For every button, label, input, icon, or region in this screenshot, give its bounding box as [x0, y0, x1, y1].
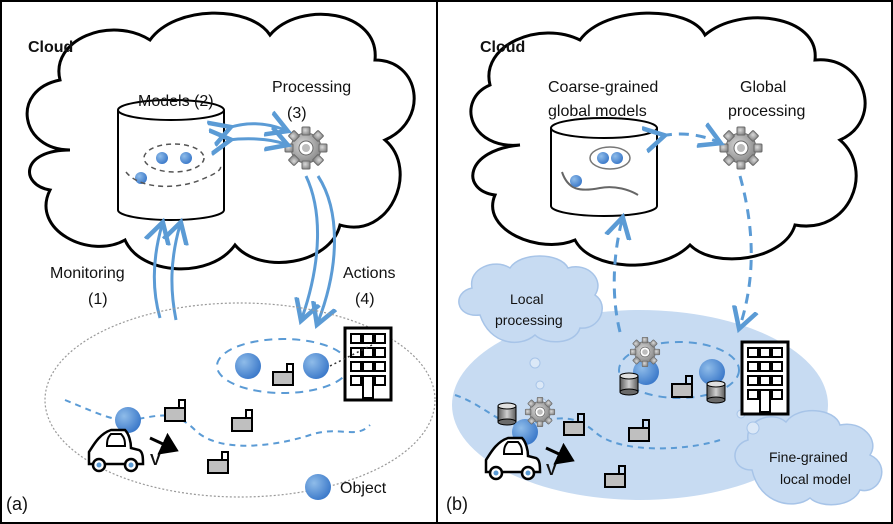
cloud-icon — [469, 11, 867, 267]
object-icon — [115, 407, 141, 433]
object-icon — [156, 152, 168, 164]
local-processing-label-2: processing — [495, 312, 563, 328]
actions-arrow-2 — [318, 175, 335, 322]
actions-label-1: Actions — [343, 265, 395, 282]
local-to-cloud-arrow — [614, 220, 622, 333]
model-cluster-outline — [143, 143, 205, 173]
monitoring-arrow-2 — [172, 225, 180, 321]
object-icon — [180, 152, 192, 164]
monitored-area — [44, 302, 436, 498]
panel-label-b: (b) — [446, 494, 468, 514]
gear-icon — [284, 126, 328, 170]
model-trajectory — [561, 171, 639, 196]
velocity-label-a: V — [150, 452, 161, 469]
processing-label-a-2: (3) — [287, 105, 307, 122]
gear-icon — [719, 126, 763, 170]
velocity-arrow-b — [545, 442, 575, 465]
object-icon — [570, 175, 582, 187]
object-icon — [135, 172, 147, 184]
panel-a: Cloud Models (2) Processing (3) Monitori… — [6, 11, 436, 514]
cloud-title-a: Cloud — [28, 39, 73, 56]
local-processing-label-1: Local — [510, 291, 543, 307]
database-icon — [550, 117, 658, 217]
car-icon — [87, 428, 145, 473]
local-database-icon — [619, 372, 639, 396]
object-icon — [633, 359, 659, 385]
monitoring-label-1: Monitoring — [50, 265, 125, 282]
sensor-icon — [231, 409, 253, 432]
sensor-icon — [164, 399, 186, 422]
legend-object-label: Object — [340, 480, 387, 497]
fine-grained-label-1: Fine-grained — [769, 449, 848, 465]
actions-label-2: (4) — [355, 291, 375, 308]
monitoring-label-2: (1) — [88, 291, 108, 308]
models-label-b-2: global models — [548, 103, 647, 120]
model-trajectory — [125, 164, 222, 188]
models-label-b-1: Coarse-grained — [548, 79, 658, 96]
fine-grained-model-bubble — [734, 409, 883, 506]
object-group-outline — [618, 341, 740, 399]
thought-bubble-dot — [746, 421, 760, 435]
local-database-icon — [497, 402, 517, 426]
building-icon — [343, 326, 393, 402]
local-processing-bubble — [458, 255, 603, 343]
thought-bubble-dot — [535, 380, 545, 390]
object-icon — [611, 152, 623, 164]
model-cluster-outline — [589, 146, 631, 170]
thought-bubble-dot — [529, 357, 541, 369]
local-database-icon — [706, 380, 726, 404]
global-model-processing-arrow — [662, 134, 718, 142]
global-processing-label-2: processing — [728, 103, 805, 120]
monitoring-arrow-1 — [154, 225, 162, 319]
object-path-b — [454, 394, 721, 450]
actions-arrow-1 — [302, 175, 318, 318]
models-processing-arrow-2 — [228, 139, 285, 144]
cloud-title-b: Cloud — [480, 39, 525, 56]
object-icon — [235, 353, 261, 379]
cloud-to-local-arrow — [740, 175, 751, 326]
velocity-label-b: V — [546, 462, 557, 479]
gear-icon — [524, 396, 556, 428]
legend-object-icon — [305, 474, 331, 500]
object-icon — [699, 359, 725, 385]
object-icon — [303, 353, 329, 379]
panel-b: Cloud Coarse-grained global models Globa… — [446, 11, 883, 514]
gear-icon — [629, 336, 661, 368]
panel-label-a: (a) — [6, 494, 28, 514]
object-icon — [597, 152, 609, 164]
sensor-icon — [272, 363, 294, 386]
velocity-arrow-a — [149, 432, 179, 455]
object-path-a — [64, 399, 371, 447]
sensor-icon — [207, 451, 229, 474]
fine-grained-label-2: local model — [780, 471, 851, 487]
models-label-a: Models (2) — [138, 93, 214, 110]
global-processing-label-1: Global — [740, 79, 786, 96]
database-icon — [117, 99, 225, 221]
building-icon — [740, 340, 790, 416]
processing-label-a-1: Processing — [272, 79, 351, 96]
